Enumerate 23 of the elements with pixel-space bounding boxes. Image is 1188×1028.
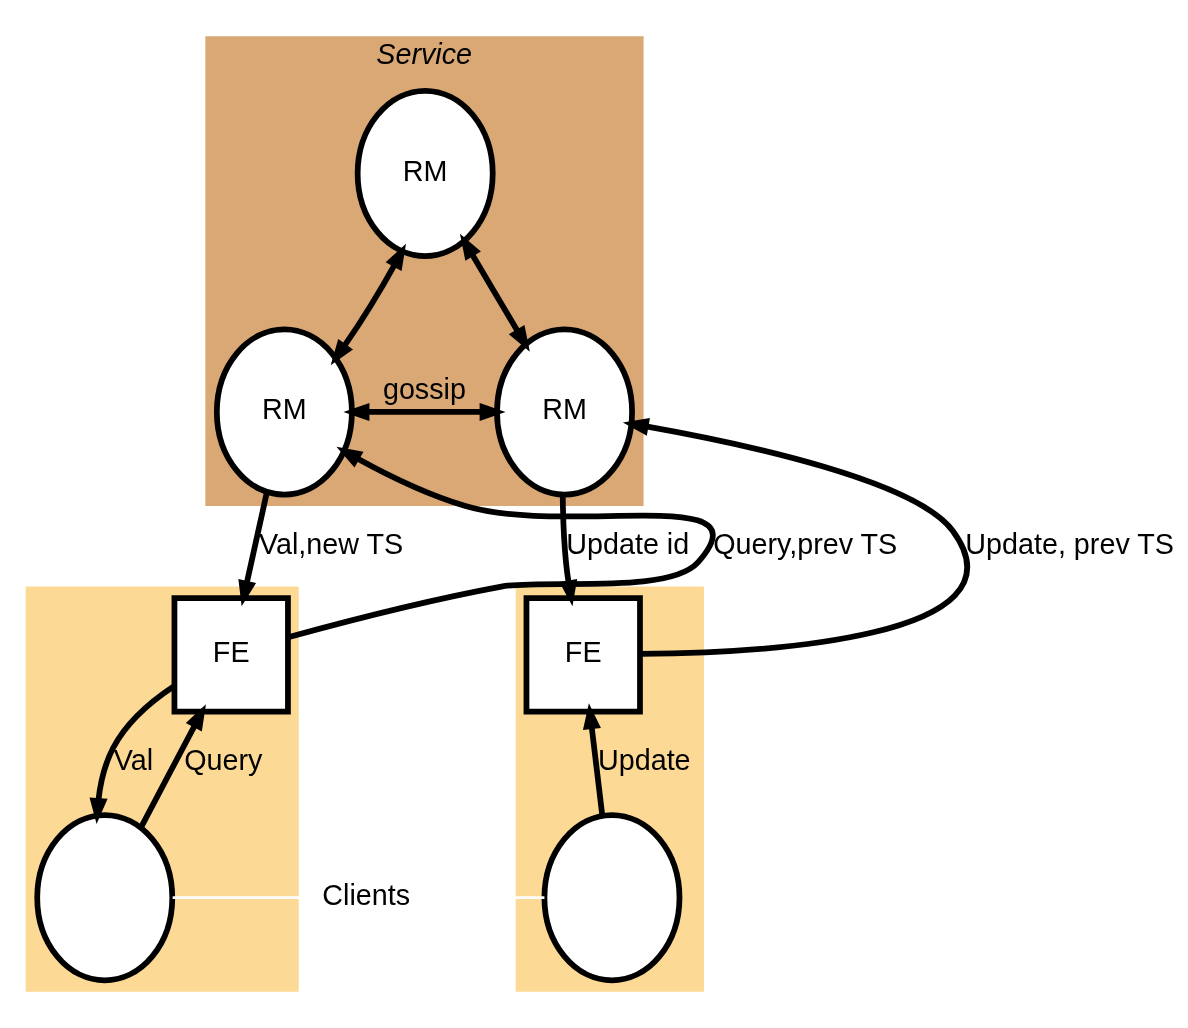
arrow [138, 704, 206, 829]
edge-label: Update id [566, 527, 690, 560]
edge-label: gossip [382, 373, 466, 406]
node-box: FE [171, 595, 291, 715]
node-text: Clients [322, 878, 411, 911]
arrow [622, 417, 969, 657]
edge-label: Query,prev TS [713, 527, 898, 560]
edge-label: Val,new TS [258, 527, 404, 560]
arrow [238, 491, 270, 607]
cluster [515, 586, 704, 992]
edge-label: Val [113, 744, 154, 777]
edge-label: Update, prev TS [965, 527, 1174, 560]
arrow [343, 402, 506, 422]
node-circle [34, 812, 176, 984]
arrow [459, 233, 530, 352]
edge-label: Update [597, 744, 691, 777]
arrow [582, 703, 606, 817]
edge-label: Query [184, 744, 263, 777]
node-box: FE [523, 595, 643, 715]
cluster [25, 586, 299, 992]
arrow [330, 243, 406, 366]
arrow [287, 446, 715, 640]
node-circle [541, 812, 683, 984]
